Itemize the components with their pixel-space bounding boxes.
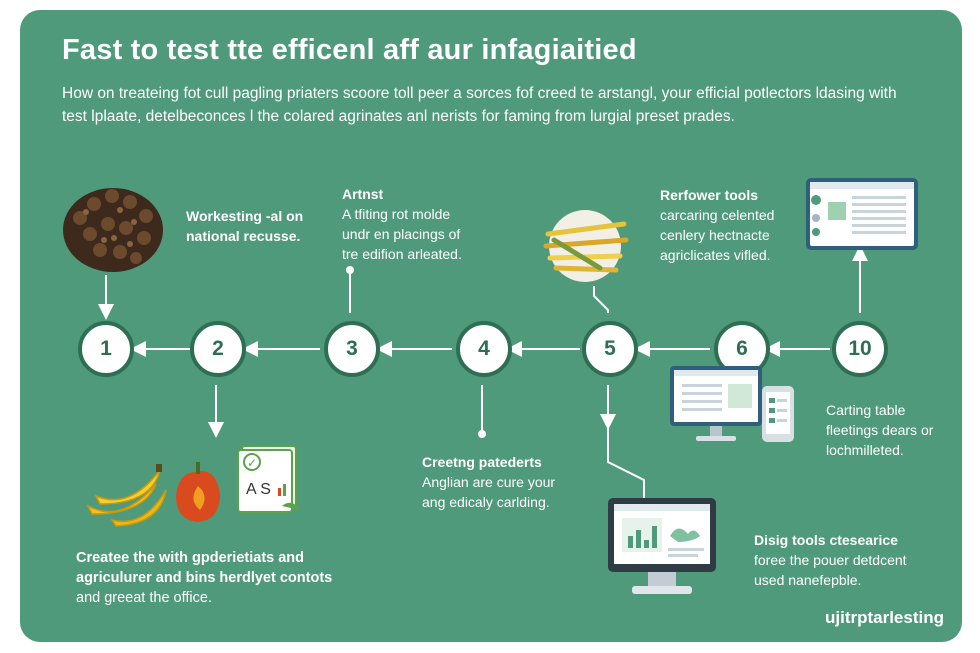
label-refower: Rerfower tools carcaring celented cenler… (660, 185, 774, 265)
connector-5-monitor (607, 428, 645, 498)
label-carting-line-2: fleetings dears or (826, 422, 934, 438)
page-title: Fast to test tte efficenl aff aur infagi… (62, 34, 637, 66)
document-chart-icon: ✓ A S (237, 445, 300, 513)
banana-icon (86, 464, 167, 527)
label-refower-line-3: agriclicates vifled. (660, 247, 771, 263)
label-creetng-title: Creetng patederts (422, 454, 542, 470)
apple-fruit-icon (176, 462, 220, 522)
label-artnst-line-3: tre edifion arleated. (342, 246, 462, 262)
step-node-1: 1 (78, 321, 134, 377)
desktop-monitor-icon (670, 366, 762, 441)
label-refower-line-1: carcaring celented (660, 207, 775, 223)
flow-connectors (98, 245, 868, 498)
fries-plate-illustration (543, 210, 629, 282)
document-letters: A S (246, 481, 271, 498)
document-check-mark: ✓ (247, 456, 257, 470)
label-carting-line-3: lochmilleted. (826, 442, 904, 458)
label-createe: Createe the with gpderietiats and agricu… (76, 548, 332, 608)
step-node-3: 3 (324, 321, 380, 377)
label-disig-line-1: foree the pouer detdcent (754, 552, 907, 568)
label-artnst-line-1: A tfiting rot molde (342, 206, 451, 222)
label-worksting: Workesting -al on national recusse. (186, 206, 303, 246)
label-creetng-line-2: ang edicaly carlding. (422, 494, 550, 510)
connector-5-up (593, 286, 609, 313)
label-carting-line-1: Carting table (826, 402, 906, 418)
label-carting: Carting table fleetings dears or lochmil… (826, 400, 933, 460)
bananas-fruit-docs-illustration: ✓ A S (86, 445, 300, 527)
label-refower-line-2: cenlery hectnacte (660, 227, 770, 243)
dashboard-tablet-illustration (806, 178, 918, 250)
label-creetng: Creetng patederts Anglian are cure your … (422, 452, 555, 512)
step-node-5: 5 (582, 321, 638, 377)
label-artnst-title: Artnst (342, 186, 384, 202)
step-node-4: 4 (456, 321, 512, 377)
dashboard-icon (806, 178, 918, 250)
intro-paragraph: How on treateing fot cull pagling priate… (62, 85, 897, 125)
label-worksting-line-1: national recusse. (186, 228, 301, 244)
label-disig-line-2: used nanefepble. (754, 572, 862, 588)
label-refower-title: Rerfower tools (660, 187, 759, 203)
seeds-icon (63, 188, 163, 272)
label-creetng-line-1: Anglian are cure your (422, 474, 556, 490)
label-artnst: Artnst A tfiting rot molde undr en placi… (342, 184, 462, 264)
computer-phone-illustration (670, 366, 794, 442)
analytics-monitor-illustration (608, 498, 716, 594)
step-node-10: 10 (832, 321, 888, 377)
label-disig-title: Disig tools ctesearice (754, 532, 898, 548)
label-createe-line-2: and greeat the office. (76, 590, 212, 606)
monitor-analytics-icon (608, 498, 716, 594)
infographic-card: Fast to test tte efficenl aff aur infagi… (20, 10, 962, 642)
smartphone-icon (762, 386, 794, 442)
fries-icon (543, 210, 629, 282)
label-disig: Disig tools ctesearice foree the pouer d… (754, 530, 907, 590)
seeds-pile-illustration (63, 188, 163, 272)
label-worksting-title: Workesting -al on (186, 208, 304, 224)
brand-logo-text: ujitrptarlesting (824, 608, 944, 627)
label-createe-line-1: agriculurer and bins herdlyet contots (76, 570, 333, 586)
step-node-2: 2 (190, 321, 246, 377)
label-createe-title: Createe the with gpderietiats and (76, 550, 305, 566)
label-artnst-line-2: undr en placings of (342, 226, 461, 242)
